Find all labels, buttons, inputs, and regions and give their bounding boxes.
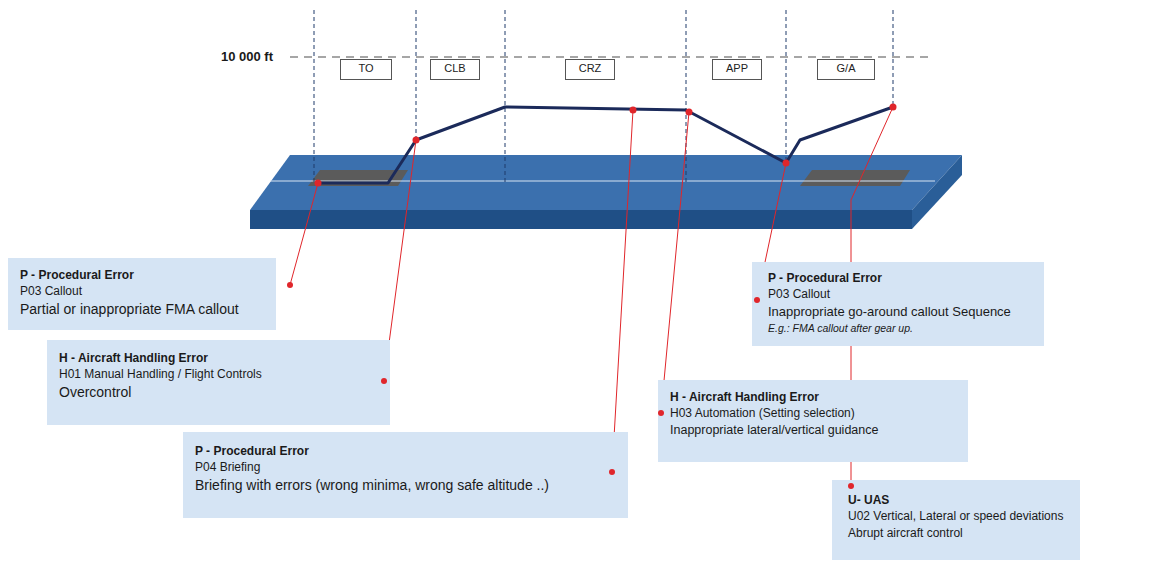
error-code: P04 Briefing [195,459,616,475]
error-description: Abrupt aircraft control [848,525,1068,541]
error-description: Inappropriate lateral/vertical guidance [670,422,956,439]
error-callout-box: H - Aircraft Handling ErrorH03 Automatio… [658,380,968,462]
error-code: H03 Automation (Setting selection) [670,405,956,421]
phase-label: TO [347,61,385,76]
phase-label: CRZ [572,61,608,76]
error-code: U02 Vertical, Lateral or speed deviation… [848,508,1068,524]
phase-box: TO [340,59,392,80]
error-category: H - Aircraft Handling Error [59,350,378,366]
error-callout-box: P - Procedural ErrorP03 CalloutPartial o… [8,258,276,330]
error-code: P03 Callout [768,286,1032,302]
error-description: Briefing with errors (wrong minima, wron… [195,476,616,495]
altitude-line [290,56,930,58]
error-callout-box: H - Aircraft Handling ErrorH01 Manual Ha… [47,340,390,425]
flight-path [318,107,893,183]
error-category: P - Procedural Error [768,270,1032,286]
error-description: Partial or inappropriate FMA callout [20,300,264,319]
phase-box: APP [712,59,762,80]
phase-label: APP [719,61,755,76]
ground-line [270,181,935,182]
ground-front [250,210,912,229]
error-callout-box: P - Procedural ErrorP03 CalloutInappropr… [752,262,1044,346]
error-example: E.g.: FMA callout after gear up. [768,321,1032,335]
error-description: Overcontrol [59,383,378,402]
runway [800,170,910,186]
phase-box: G/A [817,59,875,80]
error-category: P - Procedural Error [20,267,264,283]
error-code: P03 Callout [20,283,264,299]
altitude-label: 10 000 ft [218,49,276,64]
phase-separators [314,10,893,183]
error-category: H - Aircraft Handling Error [670,389,956,405]
phase-box: CLB [430,59,480,80]
error-category: P - Procedural Error [195,443,616,459]
phase-label: CLB [437,61,473,76]
error-category: U- UAS [848,492,1068,508]
phase-label: G/A [824,61,868,76]
error-callout-box: P - Procedural ErrorP04 BriefingBriefing… [183,432,628,518]
error-callout-box: U- UASU02 Vertical, Lateral or speed dev… [832,480,1080,560]
error-description: Inappropriate go-around callout Sequence [768,303,1032,321]
phase-box: CRZ [565,59,615,80]
ground-side [912,155,962,229]
error-code: H01 Manual Handling / Flight Controls [59,366,378,382]
